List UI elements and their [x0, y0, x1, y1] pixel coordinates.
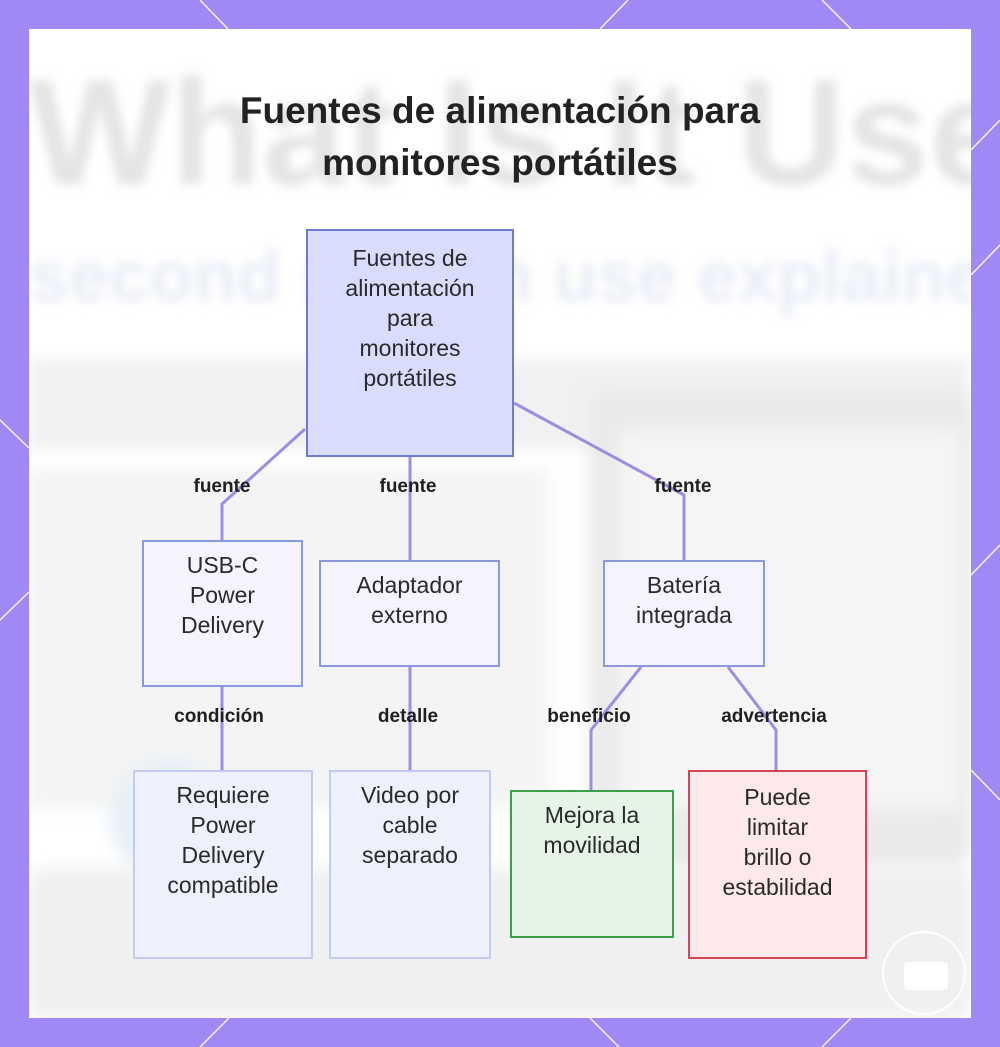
edge-label-battery-limit: advertencia — [721, 706, 827, 727]
edge-label-root-usbc: fuente — [193, 476, 251, 497]
node-line: Mejora la — [544, 802, 640, 828]
page-title: Fuentes de alimentación para monitores p… — [29, 85, 971, 189]
node-integrated-battery: Batería integrada — [603, 560, 765, 667]
diagram-panel: What Is It Used second screen use explai… — [29, 29, 971, 1018]
node-line: Power — [189, 582, 256, 608]
node-line: Video por — [360, 782, 460, 808]
node-line: estabilidad — [722, 874, 833, 900]
edge-label-usbc-requires: condición — [174, 706, 264, 727]
node-line: Puede — [744, 784, 811, 810]
node-improves-mobility: Mejora la movilidad — [510, 790, 674, 938]
connector-layer — [220, 401, 778, 790]
node-line: Adaptador — [356, 572, 463, 598]
node-line: Requiere — [176, 782, 270, 808]
node-line: compatible — [167, 872, 279, 898]
edge-label-root-battery: fuente — [654, 476, 712, 497]
node-line: Batería — [646, 572, 722, 598]
node-line: para — [386, 305, 434, 331]
node-line: Fuentes de — [352, 245, 468, 271]
corner-badge-icon — [882, 931, 966, 1015]
node-line: cable — [382, 812, 438, 838]
node-line: movilidad — [543, 832, 641, 858]
node-external-adapter: Adaptador externo — [319, 560, 500, 667]
node-line: limitar — [746, 814, 809, 840]
node-line: Power — [190, 812, 256, 838]
node-line: monitores — [359, 335, 461, 361]
edge-root-battery — [513, 401, 686, 560]
node-line: externo — [371, 602, 448, 628]
node-root: Fuentes de alimentación para monitores p… — [306, 229, 514, 457]
node-line: alimentación — [345, 275, 475, 301]
node-line: separado — [362, 842, 458, 868]
edge-root-usbc — [220, 427, 307, 540]
node-line: brillo o — [743, 844, 812, 870]
node-video-separate-cable: Video por cable separado — [329, 770, 491, 959]
svg-text:What Is It Used: What Is It Used — [29, 48, 971, 216]
node-line: Delivery — [181, 842, 265, 868]
edge-battery-mobility — [589, 666, 643, 790]
node-line: Delivery — [180, 612, 265, 638]
node-line: portátiles — [363, 365, 457, 391]
edge-label-adapter-video: detalle — [377, 706, 439, 727]
title-line: monitores portátiles — [322, 142, 678, 183]
node-usbc-power-delivery: USB-C Power Delivery — [142, 540, 303, 687]
edge-label-root-adapter: fuente — [379, 476, 437, 497]
edge-label-battery-mobility: beneficio — [547, 706, 631, 727]
node-requires-power-delivery: Requiere Power Delivery compatible — [133, 770, 313, 959]
edge-battery-limit — [726, 666, 778, 770]
node-may-limit-brightness: Puede limitar brillo o estabilidad — [688, 770, 867, 959]
node-line: integrada — [636, 602, 732, 628]
title-line: Fuentes de alimentación para — [239, 90, 761, 131]
node-line: USB-C — [186, 552, 259, 578]
